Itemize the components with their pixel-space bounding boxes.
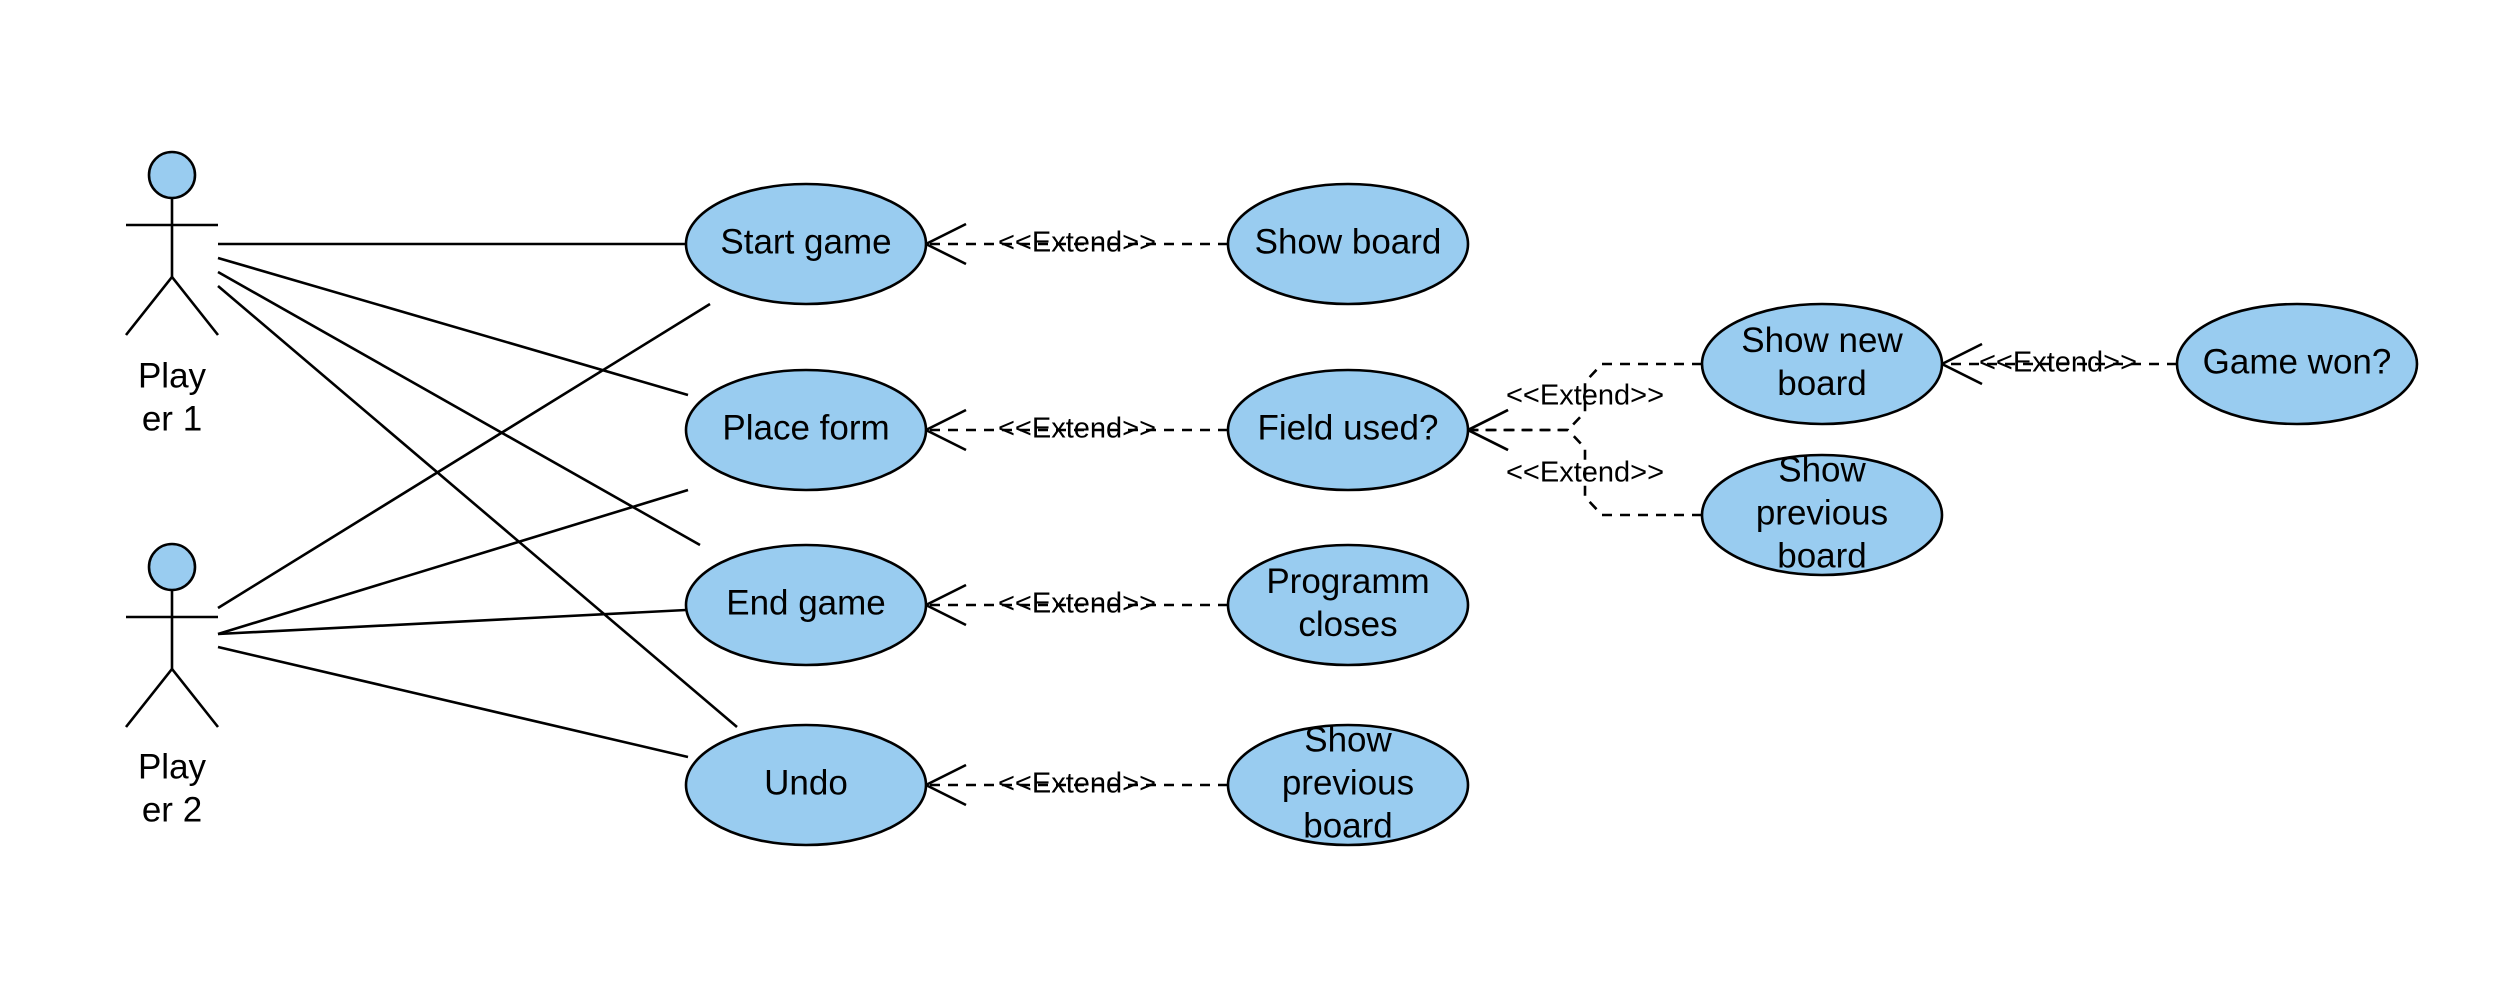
extend-label: <<Extend>> xyxy=(998,588,1156,620)
use-case-label: board xyxy=(1777,536,1867,575)
use-case-label: Field used? xyxy=(1258,408,1439,447)
actor-label: er 2 xyxy=(142,790,202,829)
extend-label: <<Extend>> xyxy=(1979,347,2137,379)
use-case-start-game[interactable]: Start game xyxy=(684,182,928,306)
use-case-ellipse xyxy=(684,723,928,847)
extend-game_won-to-show_new_board: <<Extend>> xyxy=(1939,342,2177,386)
extend-show_new_board-to-field_used: <<Extend>> xyxy=(1465,362,1702,452)
extend-field_used-to-place_form: <<Extend>> xyxy=(923,408,1228,452)
use-case-show-new-board[interactable]: Show new board xyxy=(1700,302,1944,426)
use-case-ellipse xyxy=(1700,453,1944,577)
use-case-label: closes xyxy=(1298,605,1397,644)
use-case-ellipse xyxy=(1700,302,1944,426)
extend-relations: <<Extend>> <<Extend>> <<Extend>> <<Extend>>… xyxy=(923,222,2177,807)
association-player1-undo xyxy=(217,285,738,728)
extend-label: <<Extend>> xyxy=(998,768,1156,800)
actor-legs xyxy=(124,666,220,728)
use-case-label: Show new xyxy=(1741,321,1903,360)
use-case-label: previous xyxy=(1282,763,1414,802)
actor-player2[interactable]: Play er 2 xyxy=(124,542,220,829)
use-case-label: Programm xyxy=(1266,562,1429,601)
use-case-show-previous-board-1[interactable]: Show previous board xyxy=(1226,720,1470,847)
association-player1-place_form xyxy=(217,256,689,397)
use-case-show-previous-board-2[interactable]: Show previous board xyxy=(1700,450,1944,577)
actor-legs xyxy=(124,274,220,336)
use-case-ellipse xyxy=(2175,302,2419,426)
association-lines xyxy=(217,242,738,759)
use-case-label: previous xyxy=(1756,493,1888,532)
extend-programm_closes-to-end_game: <<Extend>> xyxy=(923,583,1228,627)
use-case-label: Start game xyxy=(720,222,891,261)
use-case-show-board[interactable]: Show board xyxy=(1226,182,1470,306)
extend-label: <<Extend>> xyxy=(998,227,1156,259)
actor-label: er 1 xyxy=(142,399,202,438)
use-case-label: Place form xyxy=(722,408,889,447)
extend-label: <<Extend>> xyxy=(1506,380,1664,412)
association-player2-end_game xyxy=(217,608,687,636)
actors: Play er 1 Play er 2 xyxy=(124,150,220,829)
association-player2-start_game xyxy=(217,302,711,610)
use-case-programm-closes[interactable]: Programm closes xyxy=(1226,543,1470,667)
extend-label: <<Extend>> xyxy=(998,413,1156,445)
use-case-ellipse xyxy=(684,543,928,667)
use-case-label: Game won? xyxy=(2203,342,2392,381)
use-case-ellipse xyxy=(1226,723,1470,847)
actor-label: Play xyxy=(138,747,207,786)
use-case-label: Show xyxy=(1778,450,1866,489)
use-case-ellipse xyxy=(1226,543,1470,667)
extend-label: <<Extend>> xyxy=(1506,457,1664,489)
use-case-label: End game xyxy=(726,583,886,622)
association-player2-place_form xyxy=(217,488,689,636)
association-player2-undo xyxy=(217,645,689,759)
use-case-ellipse xyxy=(1226,182,1470,306)
extend-show_previous_board_2-to-field_used: <<Extend>> xyxy=(1465,408,1702,517)
extend-line xyxy=(1468,428,1702,517)
use-case-label: Show board xyxy=(1255,222,1442,261)
use-case-label: board xyxy=(1303,806,1393,845)
actor-head-icon xyxy=(147,150,197,200)
use-case-label: board xyxy=(1777,364,1867,403)
association-player1-end_game xyxy=(217,270,701,547)
extend-show_board-to-start_game: <<Extend>> xyxy=(923,222,1228,266)
use-case-ellipse xyxy=(684,182,928,306)
use-case-undo[interactable]: Undo xyxy=(684,723,928,847)
use-case-label: Show xyxy=(1304,720,1392,759)
use-case-field-used[interactable]: Field used? xyxy=(1226,368,1470,492)
use-case-label: Undo xyxy=(764,763,848,802)
use-case-place-form[interactable]: Place form xyxy=(684,368,928,492)
actor-head-icon xyxy=(147,542,197,592)
use-case-ellipse xyxy=(684,368,928,492)
use-case-end-game[interactable]: End game xyxy=(684,543,928,667)
extend-show_previous_board_1-to-undo: <<Extend>> xyxy=(923,763,1228,807)
use-case-game-won[interactable]: Game won? xyxy=(2175,302,2419,426)
actor-label: Play xyxy=(138,356,207,395)
actor-player1[interactable]: Play er 1 xyxy=(124,150,220,438)
use-case-ellipse xyxy=(1226,368,1470,492)
